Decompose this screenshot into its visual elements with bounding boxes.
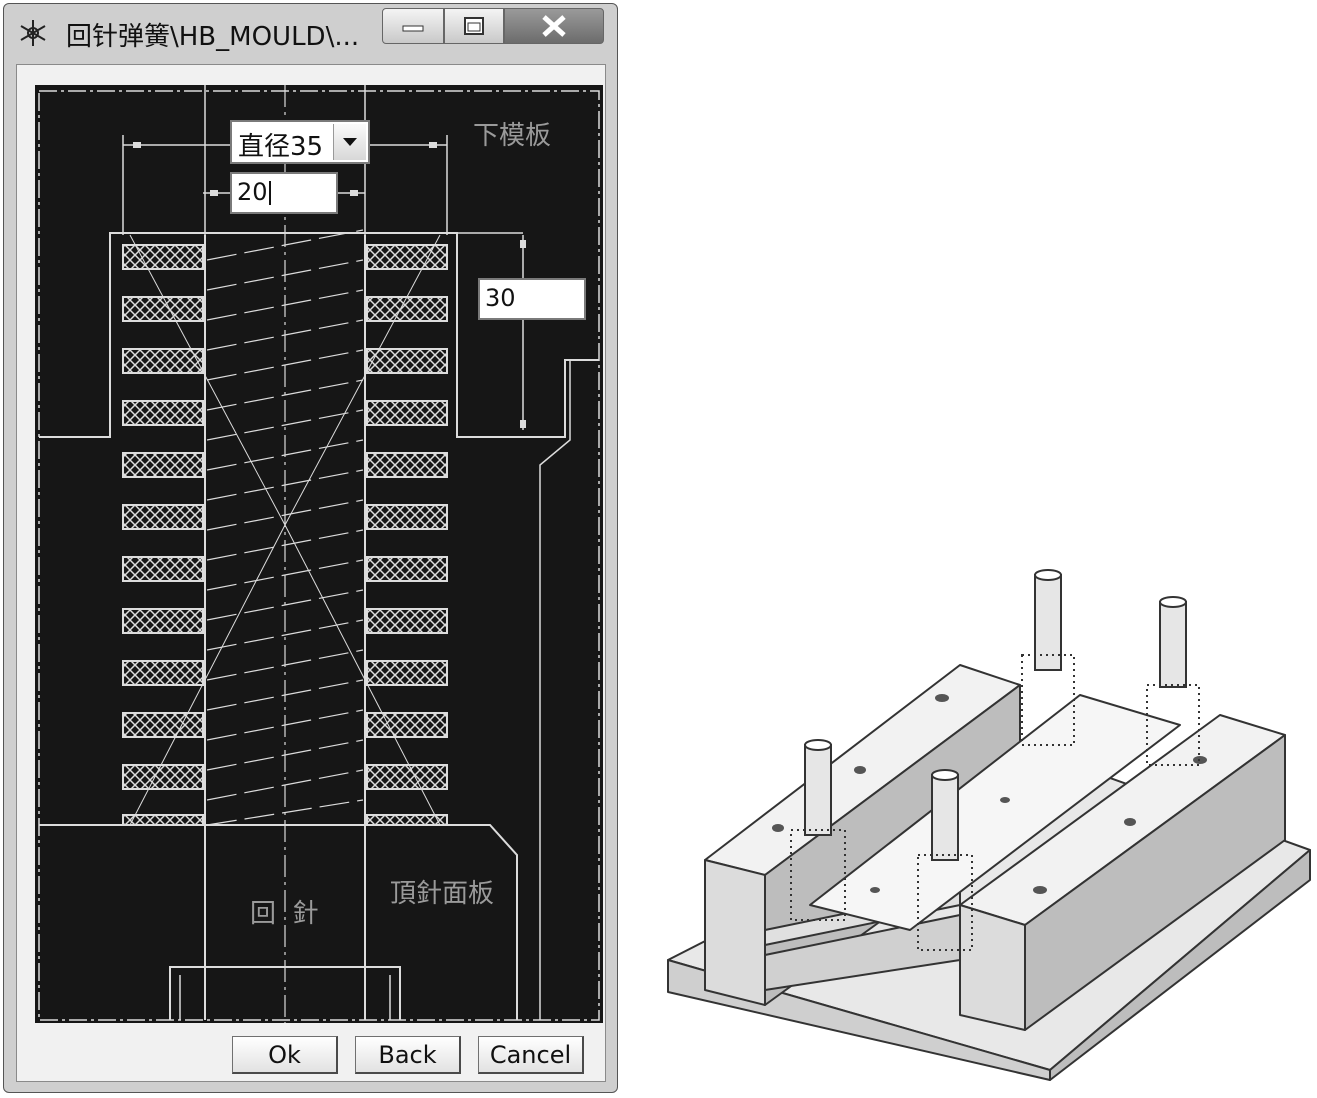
back-button[interactable]: Back [355,1036,461,1074]
snowflake-icon [20,20,46,46]
window-title: 回针弹簧\HB_MOULD\... [66,22,360,52]
spring-length-input[interactable]: 30 [478,278,586,320]
maximize-button[interactable] [444,8,504,44]
ejector-plate-label: 頂針面板 [390,879,495,909]
diameter-select-value: 直径35 [238,132,324,162]
pin-diameter-input[interactable]: 20 [230,172,338,214]
mould-3d-model [667,569,1311,1081]
lower-plate-label: 下模板 [473,121,552,151]
spring-drawing [38,85,600,1023]
pin-diameter-value: 20 [237,178,268,206]
diameter-select[interactable]: 直径35 [230,120,370,164]
spring-length-value: 30 [485,284,516,312]
return-pin-label: 回 針 [250,899,319,929]
close-button[interactable] [504,8,604,44]
cad-preview: 下模板 頂針面板 回 針 [35,85,603,1023]
ok-button[interactable]: Ok [232,1036,338,1074]
title-bar[interactable]: 回针弹簧\HB_MOULD\... [4,4,617,62]
text-caret [268,181,271,205]
dropdown-button[interactable] [333,124,366,160]
cancel-button[interactable]: Cancel [478,1036,584,1074]
maximize-icon [464,17,484,35]
close-icon [542,15,566,37]
chevron-down-icon [343,138,357,146]
minimize-icon [402,25,424,32]
minimize-button[interactable] [382,8,444,44]
